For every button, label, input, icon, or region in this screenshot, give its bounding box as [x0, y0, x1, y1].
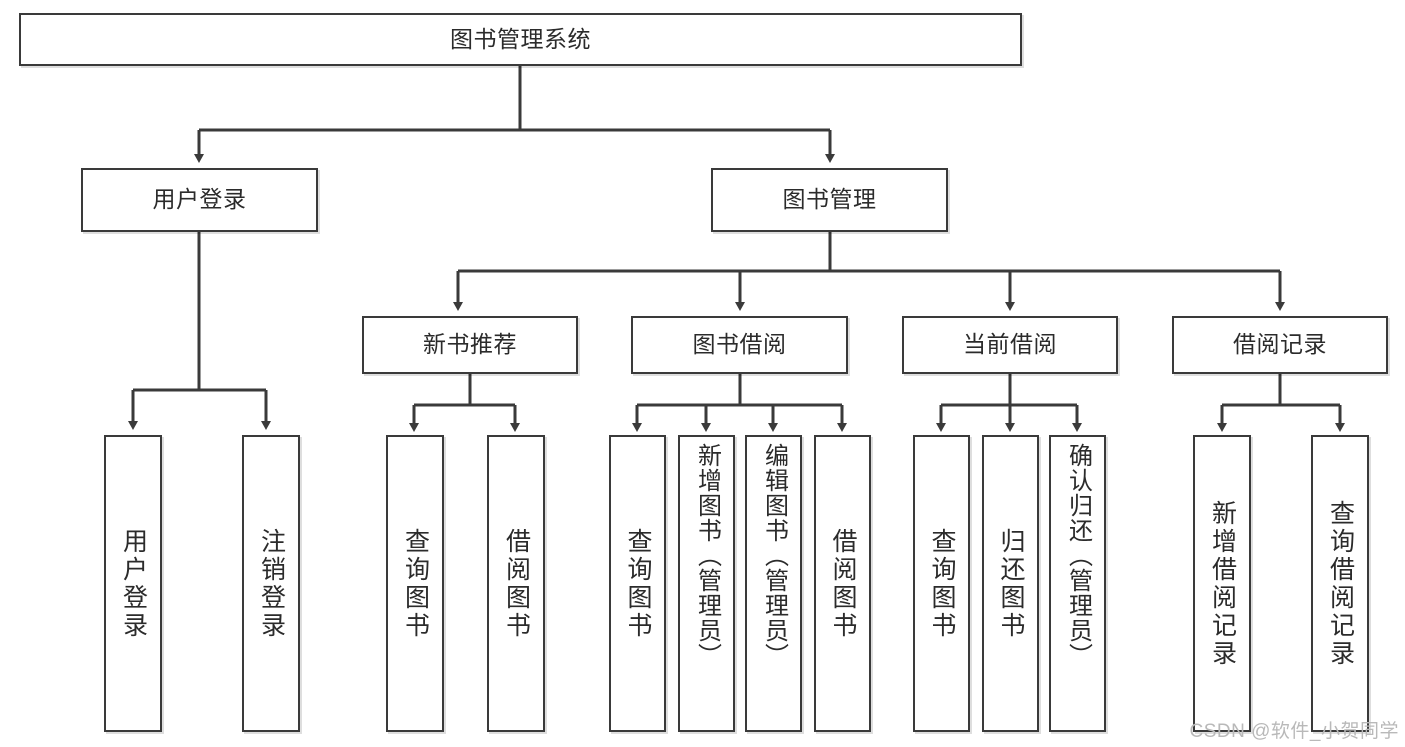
leaf-recommend-borrow-book-label: 借阅图书 [502, 527, 531, 640]
leaf-record-query-record-label: 查询借阅记录 [1326, 499, 1355, 668]
node-book-management[interactable]: 图书管理 [711, 168, 948, 232]
leaf-user-login-login-label: 用户登录 [119, 527, 148, 640]
leaf-record-query-record[interactable]: 查询借阅记录 [1311, 435, 1369, 732]
leaf-borrow-query-book[interactable]: 查询图书 [609, 435, 666, 732]
leaf-borrow-borrow-book-label: 借阅图书 [829, 527, 857, 640]
csdn-watermark: CSDN @软件_小贺同学 [1189, 721, 1399, 742]
node-user-login-label: 用户登录 [152, 186, 247, 213]
node-root[interactable]: 图书管理系统 [19, 13, 1022, 66]
leaf-current-return-book[interactable]: 归还图书 [982, 435, 1039, 732]
node-borrow-record[interactable]: 借阅记录 [1172, 316, 1388, 374]
leaf-current-query-book-label: 查询图书 [928, 527, 956, 640]
leaf-borrow-query-book-label: 查询图书 [624, 527, 652, 640]
leaf-user-login-login[interactable]: 用户登录 [104, 435, 162, 732]
node-root-label: 图书管理系统 [450, 25, 591, 52]
node-current-borrow[interactable]: 当前借阅 [902, 316, 1118, 374]
leaf-recommend-query-book[interactable]: 查询图书 [386, 435, 444, 732]
leaf-recommend-borrow-book[interactable]: 借阅图书 [487, 435, 545, 732]
node-book-borrow[interactable]: 图书借阅 [631, 316, 848, 374]
leaf-current-return-book-label: 归还图书 [997, 527, 1025, 640]
node-book-management-label: 图书管理 [782, 186, 877, 213]
leaf-current-query-book[interactable]: 查询图书 [913, 435, 970, 732]
leaf-record-add-record-label: 新增借阅记录 [1208, 499, 1237, 668]
node-book-borrow-label: 图书借阅 [692, 331, 787, 358]
node-current-borrow-label: 当前借阅 [963, 331, 1057, 358]
leaf-current-confirm-return-label: 确认归还（管理员） [1064, 443, 1092, 668]
node-new-book-recommend[interactable]: 新书推荐 [362, 316, 578, 374]
leaf-current-confirm-return[interactable]: 确认归还（管理员） [1049, 435, 1106, 732]
leaf-user-login-logout-label: 注销登录 [257, 527, 286, 640]
leaf-borrow-add-book-label: 新增图书（管理员） [693, 443, 721, 668]
node-borrow-record-label: 借阅记录 [1233, 331, 1327, 358]
node-user-login[interactable]: 用户登录 [81, 168, 318, 232]
leaf-borrow-add-book[interactable]: 新增图书（管理员） [678, 435, 735, 732]
leaf-borrow-edit-book[interactable]: 编辑图书（管理员） [745, 435, 802, 732]
node-new-book-recommend-label: 新书推荐 [423, 331, 517, 358]
leaf-borrow-borrow-book[interactable]: 借阅图书 [814, 435, 871, 732]
leaf-user-login-logout[interactable]: 注销登录 [242, 435, 300, 732]
leaf-borrow-edit-book-label: 编辑图书（管理员） [760, 443, 788, 668]
leaf-record-add-record[interactable]: 新增借阅记录 [1193, 435, 1251, 732]
leaf-recommend-query-book-label: 查询图书 [401, 527, 430, 640]
